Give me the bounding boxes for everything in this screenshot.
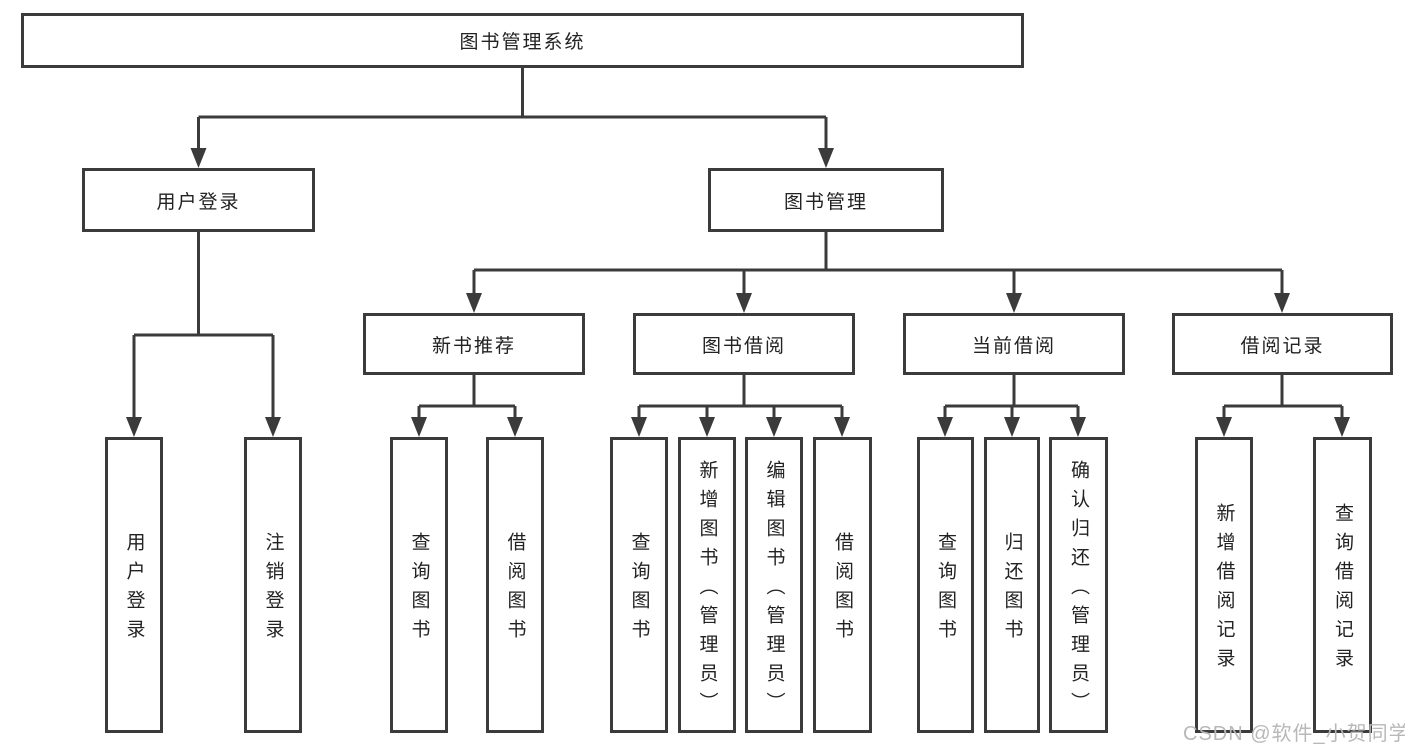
node-label: 借阅图书 [832, 532, 853, 648]
node-label: 查询图书 [628, 532, 650, 648]
node-label: 图书管理系统 [459, 32, 586, 53]
leaf-add-borrow-record: 新增借阅记录 [1195, 437, 1253, 733]
node-label: 图书管理 [783, 191, 868, 213]
node-label: 编辑图书（管理员） [763, 459, 785, 721]
node-label: 借阅记录 [1240, 335, 1325, 357]
node-label: 注销登录 [262, 532, 284, 648]
node-label: 新书推荐 [431, 335, 516, 357]
leaf-borrow-books: 借阅图书 [813, 437, 872, 733]
leaf-query-borrow-record: 查询借阅记录 [1313, 437, 1372, 733]
leaf-return-books: 归还图书 [984, 437, 1040, 733]
leaf-borrow-books-recommend: 借阅图书 [486, 437, 544, 733]
node-label: 新增借阅记录 [1213, 503, 1235, 677]
node-label: 确认归还（管理员） [1068, 459, 1089, 721]
node-label: 查询图书 [935, 532, 956, 648]
node-new-book-recommendation: 新书推荐 [363, 313, 585, 375]
node-label: 新增图书（管理员） [696, 459, 718, 721]
leaf-query-books-recommend: 查询图书 [390, 437, 448, 733]
node-user-login: 用户登录 [82, 168, 315, 232]
node-label: 当前借阅 [971, 335, 1056, 357]
node-borrowing-records: 借阅记录 [1172, 313, 1393, 375]
leaf-logout: 注销登录 [244, 437, 302, 733]
leaf-user-login: 用户登录 [105, 437, 163, 733]
node-label: 查询借阅记录 [1332, 503, 1353, 677]
leaf-query-books-current: 查询图书 [917, 437, 974, 733]
node-label: 用户登录 [123, 532, 145, 648]
node-book-borrowing: 图书借阅 [633, 313, 855, 375]
node-book-management: 图书管理 [708, 168, 944, 232]
node-current-borrowing: 当前借阅 [903, 313, 1125, 375]
node-label: 借阅图书 [504, 532, 526, 648]
node-library-management-system: 图书管理系统 [21, 13, 1024, 68]
node-label: 归还图书 [1001, 532, 1023, 648]
node-label: 查询图书 [408, 532, 430, 648]
leaf-add-books-admin: 新增图书（管理员） [678, 437, 736, 733]
csdn-watermark: CSDN @软件_小贺同学 [1183, 723, 1405, 745]
leaf-edit-books-admin: 编辑图书（管理员） [745, 437, 803, 733]
node-label: 用户登录 [156, 191, 241, 213]
leaf-query-books-borrowing: 查询图书 [610, 437, 668, 733]
leaf-confirm-return-admin: 确认归还（管理员） [1049, 437, 1108, 733]
node-label: 图书借阅 [701, 335, 786, 357]
